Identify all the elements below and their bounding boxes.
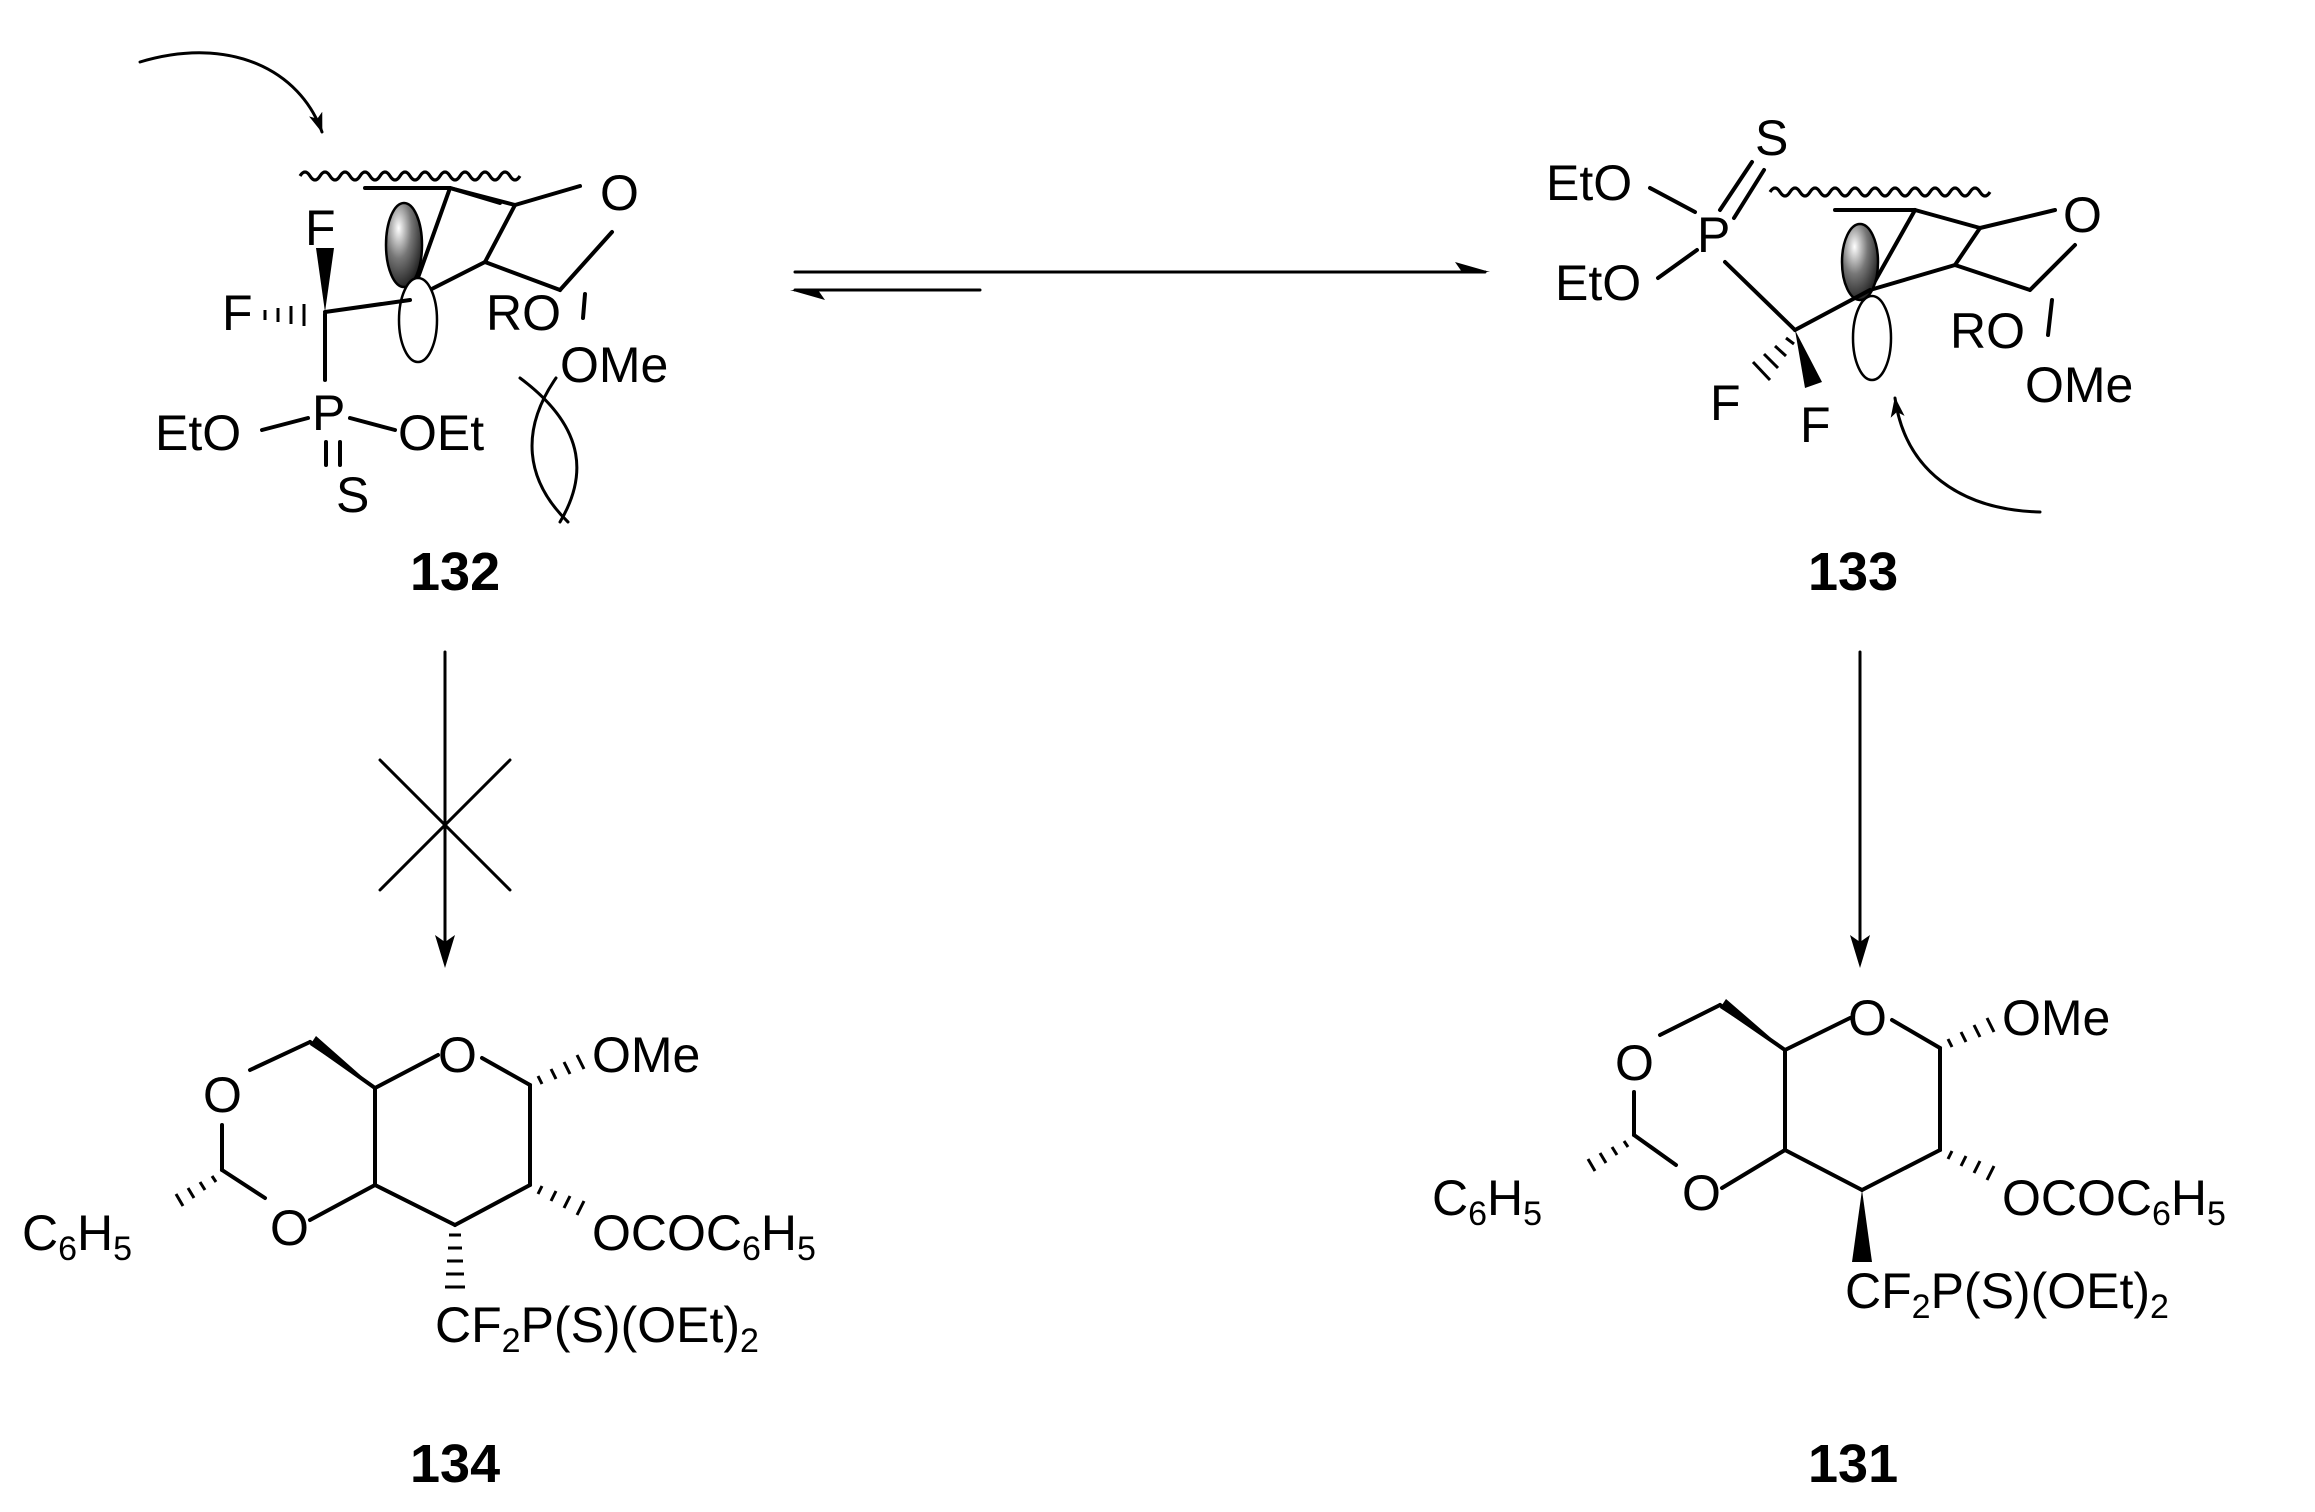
eto-top-133: EtO [1546, 155, 1632, 211]
arrow-to-134 [378, 650, 512, 968]
ococ6h5-label-134: OCOC6H5 [592, 1205, 816, 1268]
compound-label-134: 134 [410, 1434, 500, 1494]
attack-arrow-132 [138, 51, 324, 134]
compound-label-132: 132 [410, 542, 500, 602]
acetal-o-top-131: O [1615, 1035, 1654, 1091]
ome-label-133: OMe [2025, 357, 2133, 413]
f-left-132: F [222, 285, 253, 341]
acetal-o-bottom-131: O [1682, 1165, 1721, 1221]
ring-oxygen-134: O [438, 1027, 477, 1083]
compound-label-133: 133 [1808, 542, 1898, 602]
oet-label-132: OEt [398, 405, 484, 461]
cf2p-label-134: CF2P(S)(OEt)2 [435, 1297, 759, 1360]
steric-clash-arc-2 [530, 376, 570, 524]
ome-label-134: OMe [592, 1027, 700, 1083]
compound-132: O RO OMe F F P EtO OEt S [138, 51, 668, 524]
phosphorus-132: P [312, 385, 345, 441]
arrow-to-131 [1850, 650, 1870, 968]
eto-label-132: EtO [155, 405, 241, 461]
phosphorus-133: P [1697, 207, 1730, 263]
steric-clash-arc-1 [518, 376, 579, 524]
f-right-133: F [1800, 397, 1831, 453]
ome-label-131: OMe [2002, 990, 2110, 1046]
ro-label-132: RO [486, 285, 561, 341]
compound-label-131: 131 [1808, 1434, 1898, 1494]
ro-label-133: RO [1950, 303, 2025, 359]
attack-arrow-133 [1890, 396, 2042, 514]
cf2p-label-131: CF2P(S)(OEt)2 [1845, 1263, 2169, 1326]
acetal-o-top-134: O [203, 1067, 242, 1123]
c6h5-label-131: C6H5 [1432, 1170, 1542, 1233]
f-top-132: F [305, 200, 336, 256]
eto-bottom-133: EtO [1555, 255, 1641, 311]
ring-oxygen-132: O [600, 165, 639, 221]
c6h5-label-134: C6H5 [22, 1205, 132, 1268]
equilibrium-arrows [790, 262, 1490, 300]
wavy-bond-133 [1768, 186, 1992, 198]
compound-131: O O O OMe OCOC6H5 CF2P(S)(OEt)2 [1432, 990, 2226, 1326]
ome-label-132: OMe [560, 337, 668, 393]
wavy-bond-132 [298, 170, 522, 182]
sulfur-133: S [1755, 110, 1788, 166]
compound-133: S EtO P EtO O RO OMe F [1546, 110, 2133, 514]
p-orbital-133 [1840, 222, 1893, 382]
ring-oxygen-131: O [1848, 990, 1887, 1046]
acetal-o-bottom-134: O [270, 1200, 309, 1256]
f-left-133: F [1710, 375, 1741, 431]
compound-134: O O O OMe OCOC6H5 [22, 1027, 816, 1360]
p-orbital-132 [384, 201, 439, 364]
sulfur-132: S [336, 467, 369, 523]
ring-oxygen-133: O [2063, 187, 2102, 243]
ococ6h5-label-131: OCOC6H5 [2002, 1170, 2226, 1233]
